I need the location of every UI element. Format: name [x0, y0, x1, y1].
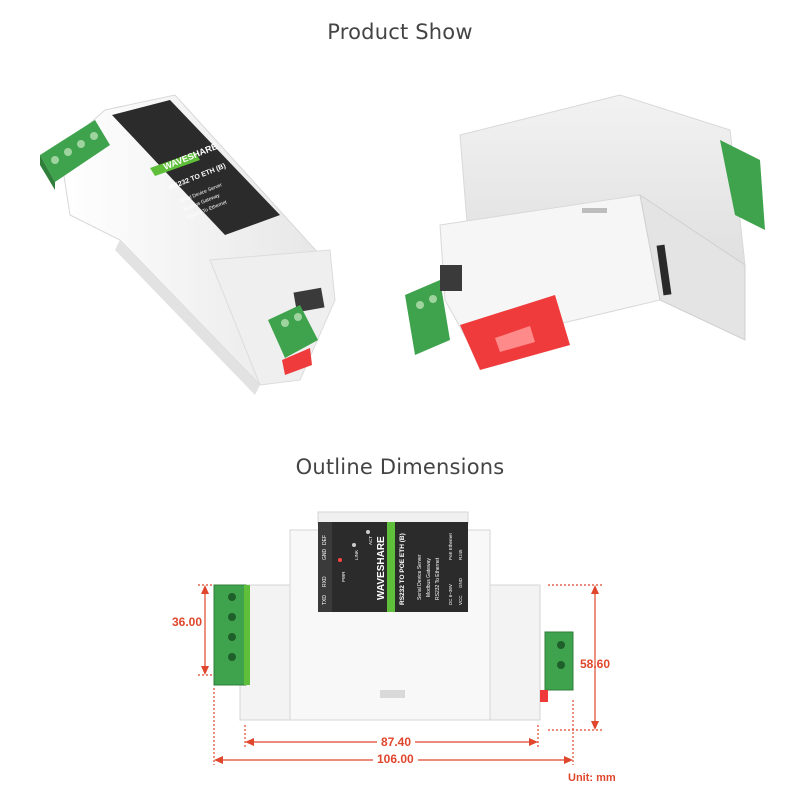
rj45-label: RJ45 [458, 549, 463, 560]
device-front-view: WAVESHARE RS232 TO ETH (B) Serial Device… [40, 94, 336, 395]
led-label-link: LINK [354, 550, 359, 560]
outline-desc-line2: Modbus Gateway [426, 558, 432, 597]
outline-model-label: RS232 TO POE ETH (B) [399, 533, 406, 605]
vcc-label: VCC [458, 595, 463, 605]
led-label-pwr: PWR [341, 571, 346, 582]
power-range-label: DC 6~36V [448, 584, 453, 605]
section-title-product-show: Product Show [327, 20, 473, 44]
led-act-indicator [366, 530, 370, 534]
device-outline-view: TXD RXD GND DEF PWR LINK ACT WAVESHARE R… [198, 511, 602, 765]
dim-width-inner-value: 87.40 [377, 735, 416, 749]
pin-label-gnd: GND [322, 549, 328, 561]
terminal-block-2pin-right [540, 631, 574, 702]
terminal-block-4pin-front [40, 120, 110, 190]
gnd-label: GND [458, 577, 463, 588]
terminal-block-4pin-left [213, 584, 250, 686]
unit-label: Unit: mm [568, 772, 616, 784]
dim-width-total-value: 106.00 [373, 752, 418, 766]
pin-label-txd: TXD [322, 595, 328, 605]
pin-label-rxd: RXD [322, 576, 328, 587]
device-back-view [405, 94, 765, 370]
led-label-act: ACT [368, 536, 373, 545]
led-link-indicator [352, 543, 356, 547]
section-title-outline-dimensions: Outline Dimensions [295, 455, 505, 479]
rj45-port-front [293, 287, 325, 313]
poe-ethernet-label: PoE Ethernet [448, 532, 453, 560]
terminal-block-2pin-front [268, 305, 318, 375]
rj45-port-back [440, 265, 462, 291]
terminal-block-back-right [720, 140, 765, 230]
pin-label-def: DEF [322, 535, 328, 545]
outline-brand-label: WAVESHARE [376, 536, 387, 600]
dim-height-total-value: 58.60 [580, 657, 611, 671]
front-label-panel: TXD RXD GND DEF PWR LINK ACT WAVESHARE R… [318, 522, 468, 612]
terminal-block-back-left [405, 280, 450, 355]
outline-desc-line3: RS232 To Ethernet [435, 557, 441, 600]
outline-desc-line1: Serial Device Server [417, 554, 423, 600]
dim-height-terminal-value: 36.00 [172, 615, 203, 629]
led-pwr-indicator [338, 558, 342, 562]
